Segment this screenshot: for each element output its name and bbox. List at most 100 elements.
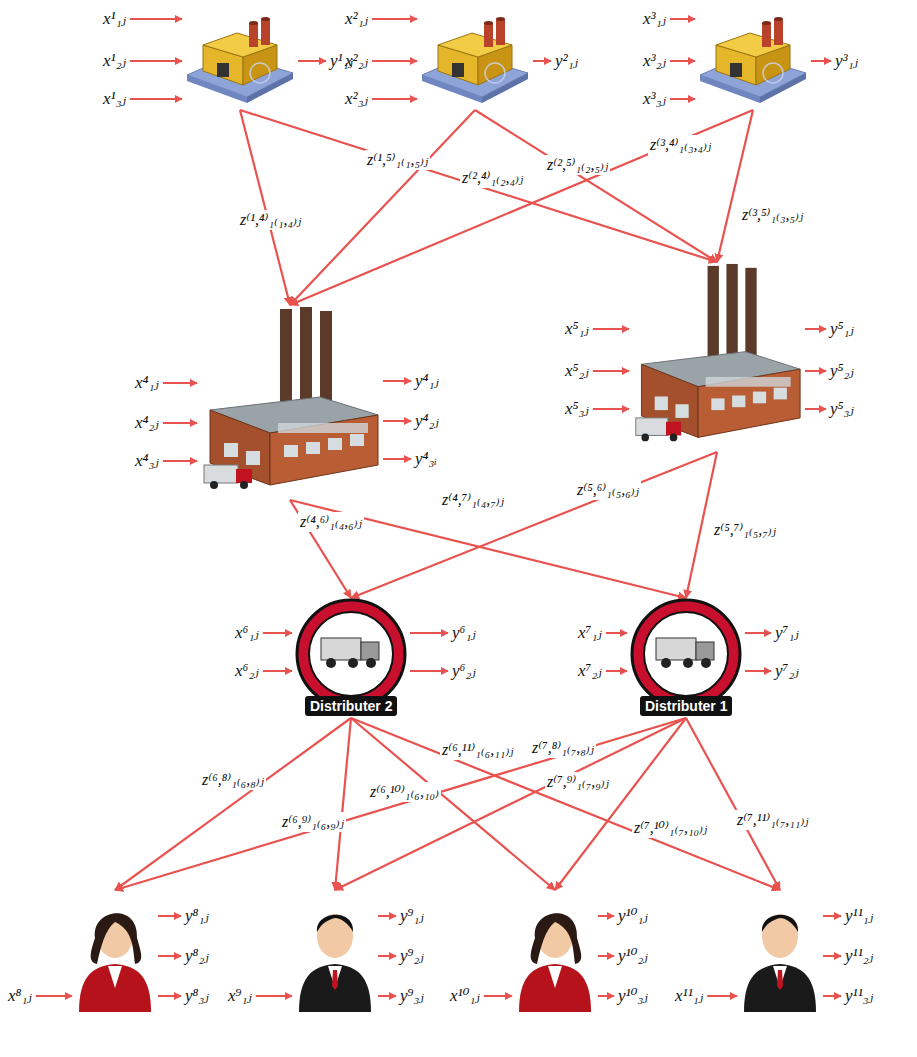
flow-arrow xyxy=(351,452,717,598)
output-variable: y⁸₃ⱼ xyxy=(185,985,209,1007)
output-arrow xyxy=(298,60,326,62)
flow-variable: z⁽⁴,⁷⁾₁₍₄,₇₎ⱼ xyxy=(440,490,506,510)
manufacturer-node: x⁴₁ⱼx⁴₂ⱼx⁴₃ⱼy⁴₁ⱼy⁴₂ⱼy⁴₃ᵢ xyxy=(200,305,380,500)
output-arrow xyxy=(805,408,826,410)
input-variable: x⁴₁ⱼ xyxy=(135,372,159,394)
distributor-name: Distributer 2 xyxy=(305,696,397,716)
supplier-node: x¹₁ⱼx¹₂ⱼx¹₃ⱼy¹₁ⱼ xyxy=(185,5,295,110)
flow-arrow xyxy=(240,110,290,305)
supplier-icon xyxy=(698,5,808,110)
input-arrow xyxy=(593,328,629,330)
output-arrow xyxy=(805,370,826,372)
input-arrow xyxy=(372,60,417,62)
flow-variable: z⁽⁶,¹¹⁾₁₍₆,₁₁₎ⱼ xyxy=(440,740,516,760)
flow-arrow xyxy=(115,718,686,890)
output-arrow xyxy=(823,915,841,917)
output-arrow xyxy=(410,670,448,672)
flow-variable: z⁽⁶,¹⁰⁾₁₍₆,₁₀₎ xyxy=(368,782,441,802)
output-variable: y⁷₂ⱼ xyxy=(775,660,799,682)
flow-variable: z⁽⁶,⁸⁾₁₍₆,₈₎ⱼ xyxy=(200,770,266,790)
input-arrow xyxy=(263,632,292,634)
output-arrow xyxy=(745,670,771,672)
flow-variable: z⁽¹,⁵⁾₁₍₁,₅₎ⱼ xyxy=(365,150,430,170)
flow-arrow xyxy=(290,110,753,305)
man-icon xyxy=(295,890,375,1015)
flow-arrow xyxy=(351,718,780,890)
input-arrow xyxy=(163,382,197,384)
output-variable: y¹¹₃ⱼ xyxy=(845,985,873,1007)
input-arrow xyxy=(36,995,72,997)
customer-node: x¹⁰₁ⱼy¹⁰₁ⱼy¹⁰₂ⱼy¹⁰₃ⱼ xyxy=(515,890,595,1015)
flow-arrow xyxy=(290,110,475,305)
supplier-icon xyxy=(420,5,530,110)
output-arrow xyxy=(410,632,448,634)
output-variable: y⁸₁ⱼ xyxy=(185,905,209,927)
woman-icon xyxy=(75,890,155,1015)
input-arrow xyxy=(256,995,292,997)
input-arrow xyxy=(130,60,182,62)
output-variable: y¹¹₁ⱼ xyxy=(845,905,873,927)
input-variable: x³₂ⱼ xyxy=(643,50,666,72)
flow-variable: z⁽⁵,⁷⁾₁₍₅,₇₎ⱼ xyxy=(712,520,778,540)
flow-arrow xyxy=(335,718,686,890)
customer-node: x¹¹₁ⱼy¹¹₁ⱼy¹¹₂ⱼy¹¹₃ⱼ xyxy=(740,890,820,1015)
flow-variable: z⁽⁶,⁹⁾₁₍₆,₉₎ⱼ xyxy=(280,812,346,832)
customer-node: x⁹₁ⱼy⁹₁ⱼy⁹₂ⱼy⁹₃ⱼ xyxy=(295,890,375,1015)
input-arrow xyxy=(484,995,512,997)
output-arrow xyxy=(378,995,396,997)
output-arrow xyxy=(745,632,771,634)
input-variable: x⁷₂ⱼ xyxy=(578,660,602,682)
input-variable: x⁶₁ⱼ xyxy=(235,622,259,644)
input-arrow xyxy=(263,670,292,672)
input-arrow xyxy=(130,18,182,20)
output-variable: y⁶₂ⱼ xyxy=(452,660,476,682)
supplier-icon xyxy=(185,5,295,110)
output-variable: y¹¹₂ⱼ xyxy=(845,945,873,967)
output-arrow xyxy=(158,995,181,997)
input-arrow xyxy=(606,670,627,672)
output-variable: y⁵₃ⱼ xyxy=(830,398,854,420)
output-variable: y²₁ⱼ xyxy=(555,50,578,72)
input-variable: x⁴₃ⱼ xyxy=(135,450,159,472)
output-arrow xyxy=(383,458,411,460)
output-arrow xyxy=(805,328,826,330)
output-arrow xyxy=(598,995,614,997)
output-variable: y⁴₃ᵢ xyxy=(415,448,437,470)
input-variable: x⁴₂ⱼ xyxy=(135,412,159,434)
output-arrow xyxy=(823,955,841,957)
output-arrow xyxy=(383,420,411,422)
output-variable: y³₁ⱼ xyxy=(835,50,858,72)
input-variable: x²₃ⱼ xyxy=(345,88,368,110)
input-arrow xyxy=(163,460,197,462)
input-variable: x¹⁰₁ⱼ xyxy=(450,985,480,1007)
flow-variable: z⁽⁴,⁶⁾₁₍₄,₆₎ⱼ xyxy=(298,512,364,532)
flow-variable: z⁽³,⁴⁾₁₍₃,₄₎ⱼ xyxy=(648,135,713,155)
distributor-node: Distributer 1x⁷₁ⱼx⁷₂ⱼy⁷₁ⱼy⁷₂ⱼ xyxy=(630,598,742,718)
flow-arrow xyxy=(115,718,351,890)
output-variable: y⁹₁ⱼ xyxy=(400,905,424,927)
flow-arrow xyxy=(290,500,686,598)
output-variable: y¹⁰₂ⱼ xyxy=(618,945,648,967)
input-variable: x⁸₁ⱼ xyxy=(8,985,32,1007)
input-variable: x⁵₂ⱼ xyxy=(565,360,589,382)
flow-variable: z⁽¹,⁴⁾₁₍₁,₄₎ⱼ xyxy=(238,210,303,230)
woman-icon xyxy=(515,890,595,1015)
output-arrow xyxy=(378,915,396,917)
input-variable: x⁵₃ⱼ xyxy=(565,398,589,420)
flow-arrow xyxy=(240,110,717,262)
output-arrow xyxy=(598,955,614,957)
output-variable: y⁹₃ⱼ xyxy=(400,985,424,1007)
manufacturer-node: x⁵₁ⱼx⁵₂ⱼx⁵₃ⱼy⁵₁ⱼy⁵₂ⱼy⁵₃ⱼ xyxy=(632,262,802,452)
output-variable: y⁴₁ⱼ xyxy=(415,370,439,392)
customer-node: x⁸₁ⱼy⁸₁ⱼy⁸₂ⱼy⁸₃ⱼ xyxy=(75,890,155,1015)
input-arrow xyxy=(707,995,737,997)
output-variable: y⁷₁ⱼ xyxy=(775,622,799,644)
input-variable: x⁷₁ⱼ xyxy=(578,622,602,644)
input-arrow xyxy=(593,370,629,372)
output-arrow xyxy=(533,60,551,62)
output-variable: y¹⁰₃ⱼ xyxy=(618,985,648,1007)
output-arrow xyxy=(378,955,396,957)
distributor-node: Distributer 2x⁶₁ⱼx⁶₂ⱼy⁶₁ⱼy⁶₂ⱼ xyxy=(295,598,407,718)
flow-arrow xyxy=(686,718,780,890)
